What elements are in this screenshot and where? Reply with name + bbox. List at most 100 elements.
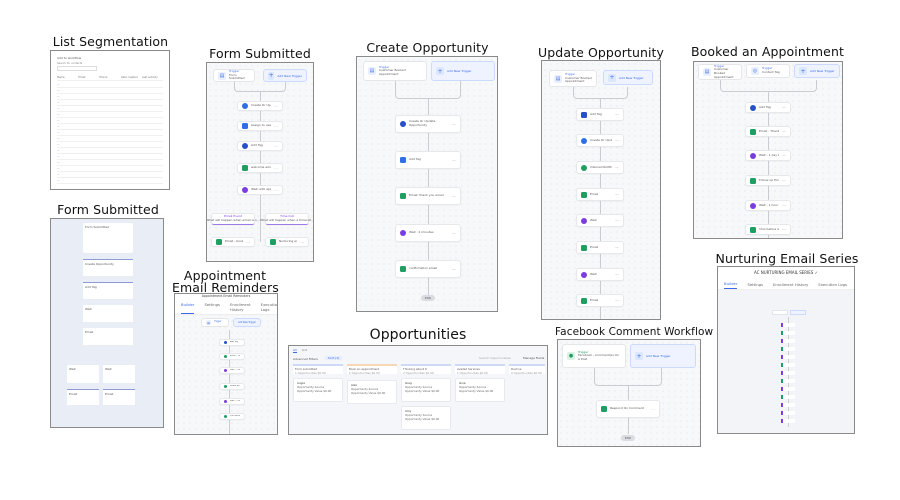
action-node[interactable]: Create Or Update Opportunity— bbox=[395, 115, 461, 133]
tab-settings[interactable]: Settings bbox=[204, 302, 221, 307]
workflow-card[interactable]: Email bbox=[103, 389, 135, 405]
table-row[interactable]: — bbox=[57, 124, 163, 130]
workflow-card[interactable]: Email bbox=[67, 389, 99, 405]
action-node[interactable]: Wait - 1 hour before appointment bbox=[219, 398, 245, 405]
workflow-card[interactable]: Create Opportunity bbox=[83, 259, 133, 276]
sort-button[interactable]: Sort (1) bbox=[325, 356, 343, 360]
action-node[interactable]: Respond On Comment··· bbox=[596, 400, 660, 418]
workflow-card[interactable]: Email bbox=[83, 328, 133, 345]
action-node[interactable]: Wait - 1 hour before the appointment— bbox=[745, 200, 791, 211]
action-node[interactable]: Follow up Email - 1 day before— bbox=[745, 175, 791, 186]
step-node[interactable] bbox=[781, 339, 795, 343]
step-node[interactable] bbox=[781, 403, 795, 407]
step-node[interactable] bbox=[781, 371, 795, 375]
table-row[interactable]: — bbox=[57, 148, 163, 154]
table-row[interactable]: — bbox=[57, 136, 163, 142]
tab-all[interactable]: All bbox=[293, 348, 297, 353]
tab-execution-logs[interactable]: Execution Logs bbox=[260, 302, 278, 312]
table-row[interactable]: — bbox=[57, 88, 163, 94]
tab-settings[interactable]: Settings bbox=[747, 281, 764, 287]
workflow-card[interactable]: Wait bbox=[103, 365, 135, 383]
action-node[interactable]: Email— bbox=[576, 294, 624, 307]
step-node[interactable] bbox=[781, 419, 795, 423]
workflow-card[interactable]: Add Tag bbox=[83, 282, 133, 299]
step-node[interactable] bbox=[781, 347, 795, 351]
action-node[interactable]: 1hrs before appointment email bbox=[219, 413, 245, 420]
action-node[interactable]: Wait - 1 day before appointment bbox=[219, 367, 245, 374]
action-node[interactable]: Internal Notification— bbox=[576, 161, 624, 174]
table-row[interactable]: — bbox=[57, 100, 163, 106]
add-trigger-button[interactable]: + Add New Trigger bbox=[794, 64, 840, 78]
trigger-node[interactable] bbox=[772, 310, 788, 315]
action-node[interactable]: Wait— bbox=[576, 268, 624, 281]
table-row[interactable]: — bbox=[57, 166, 163, 172]
action-node[interactable]: Email - Thank you for Scheduling— bbox=[745, 126, 791, 137]
action-node[interactable]: Email - booking link··· bbox=[211, 237, 255, 247]
action-node[interactable]: Wait until appointment email··· bbox=[237, 185, 283, 195]
tab-builder[interactable]: Builder bbox=[724, 279, 738, 289]
add-trigger-button[interactable] bbox=[790, 310, 806, 315]
step-node[interactable] bbox=[781, 387, 795, 391]
action-node[interactable]: Add Tag— bbox=[395, 151, 461, 169]
trigger-node[interactable]: ▤ Trigger bbox=[201, 318, 229, 327]
add-trigger-button[interactable]: + Add New Trigger bbox=[630, 344, 696, 368]
step-node[interactable] bbox=[781, 411, 795, 415]
workflow-card[interactable]: Wait bbox=[67, 365, 99, 383]
action-node[interactable]: Email: thank you email— bbox=[395, 187, 461, 205]
advanced-filters-button[interactable]: Advanced Filters bbox=[293, 357, 318, 361]
table-row[interactable]: — bbox=[57, 142, 163, 148]
tab-execution-logs[interactable]: Execution Logs bbox=[818, 281, 847, 287]
workflow-card[interactable]: Form Submitted bbox=[83, 223, 133, 253]
action-node[interactable]: confirmation email— bbox=[395, 260, 461, 278]
tab-enrollment-history[interactable]: Enrollment History bbox=[230, 302, 251, 312]
tab-list[interactable]: List bbox=[301, 348, 307, 352]
table-row[interactable]: — bbox=[57, 130, 163, 136]
action-node[interactable]: Wait— bbox=[576, 214, 624, 227]
workflow-card[interactable]: Wait bbox=[83, 305, 133, 322]
table-row[interactable]: — bbox=[57, 172, 163, 178]
add-trigger-button[interactable]: Add New Trigger bbox=[233, 318, 261, 327]
action-node[interactable]: Add Tag bbox=[219, 339, 245, 346]
add-trigger-button[interactable]: + Add New Trigger bbox=[263, 69, 307, 82]
step-node[interactable] bbox=[781, 379, 795, 383]
step-node[interactable] bbox=[781, 395, 795, 399]
table-row[interactable]: — bbox=[57, 118, 163, 124]
action-node[interactable]: Create Or Update Opportunity— bbox=[576, 134, 624, 147]
step-node[interactable] bbox=[781, 363, 795, 367]
step-node[interactable] bbox=[781, 331, 795, 335]
search-input[interactable]: Search Opportunities bbox=[479, 356, 511, 360]
action-node[interactable]: Wait : 2 minutes— bbox=[395, 224, 461, 242]
action-node[interactable]: Follow up Email - 1 day before bbox=[219, 383, 245, 390]
action-node[interactable]: Email— bbox=[576, 241, 624, 254]
action-node[interactable]: Add Tag— bbox=[745, 102, 791, 113]
table-row[interactable]: — bbox=[57, 154, 163, 160]
action-node[interactable]: Create Or Update Opportunity··· bbox=[237, 101, 283, 111]
table-row[interactable]: — bbox=[57, 160, 163, 166]
add-trigger-button[interactable]: + Add New Trigger bbox=[603, 70, 653, 85]
action-node[interactable]: Email— bbox=[576, 188, 624, 201]
action-node[interactable]: Add Tag··· bbox=[237, 141, 283, 151]
table-row[interactable]: — bbox=[57, 82, 163, 88]
manage-fields-button[interactable]: Manage Fields bbox=[523, 356, 545, 360]
table-row[interactable]: — bbox=[57, 94, 163, 100]
action-node[interactable]: Wait - 1 day before the appointment— bbox=[745, 150, 791, 161]
action-node[interactable]: welcome email··· bbox=[237, 163, 283, 173]
search-input[interactable] bbox=[57, 66, 97, 71]
action-node[interactable]: Assign to user··· bbox=[237, 121, 283, 131]
action-node[interactable]: Email - Thank you for Scheduling bbox=[219, 353, 245, 360]
tab-builder[interactable]: Builder bbox=[181, 300, 195, 314]
add-trigger-button[interactable]: + Add New Trigger bbox=[431, 61, 495, 81]
edit-icon[interactable]: ✓ bbox=[814, 270, 818, 275]
